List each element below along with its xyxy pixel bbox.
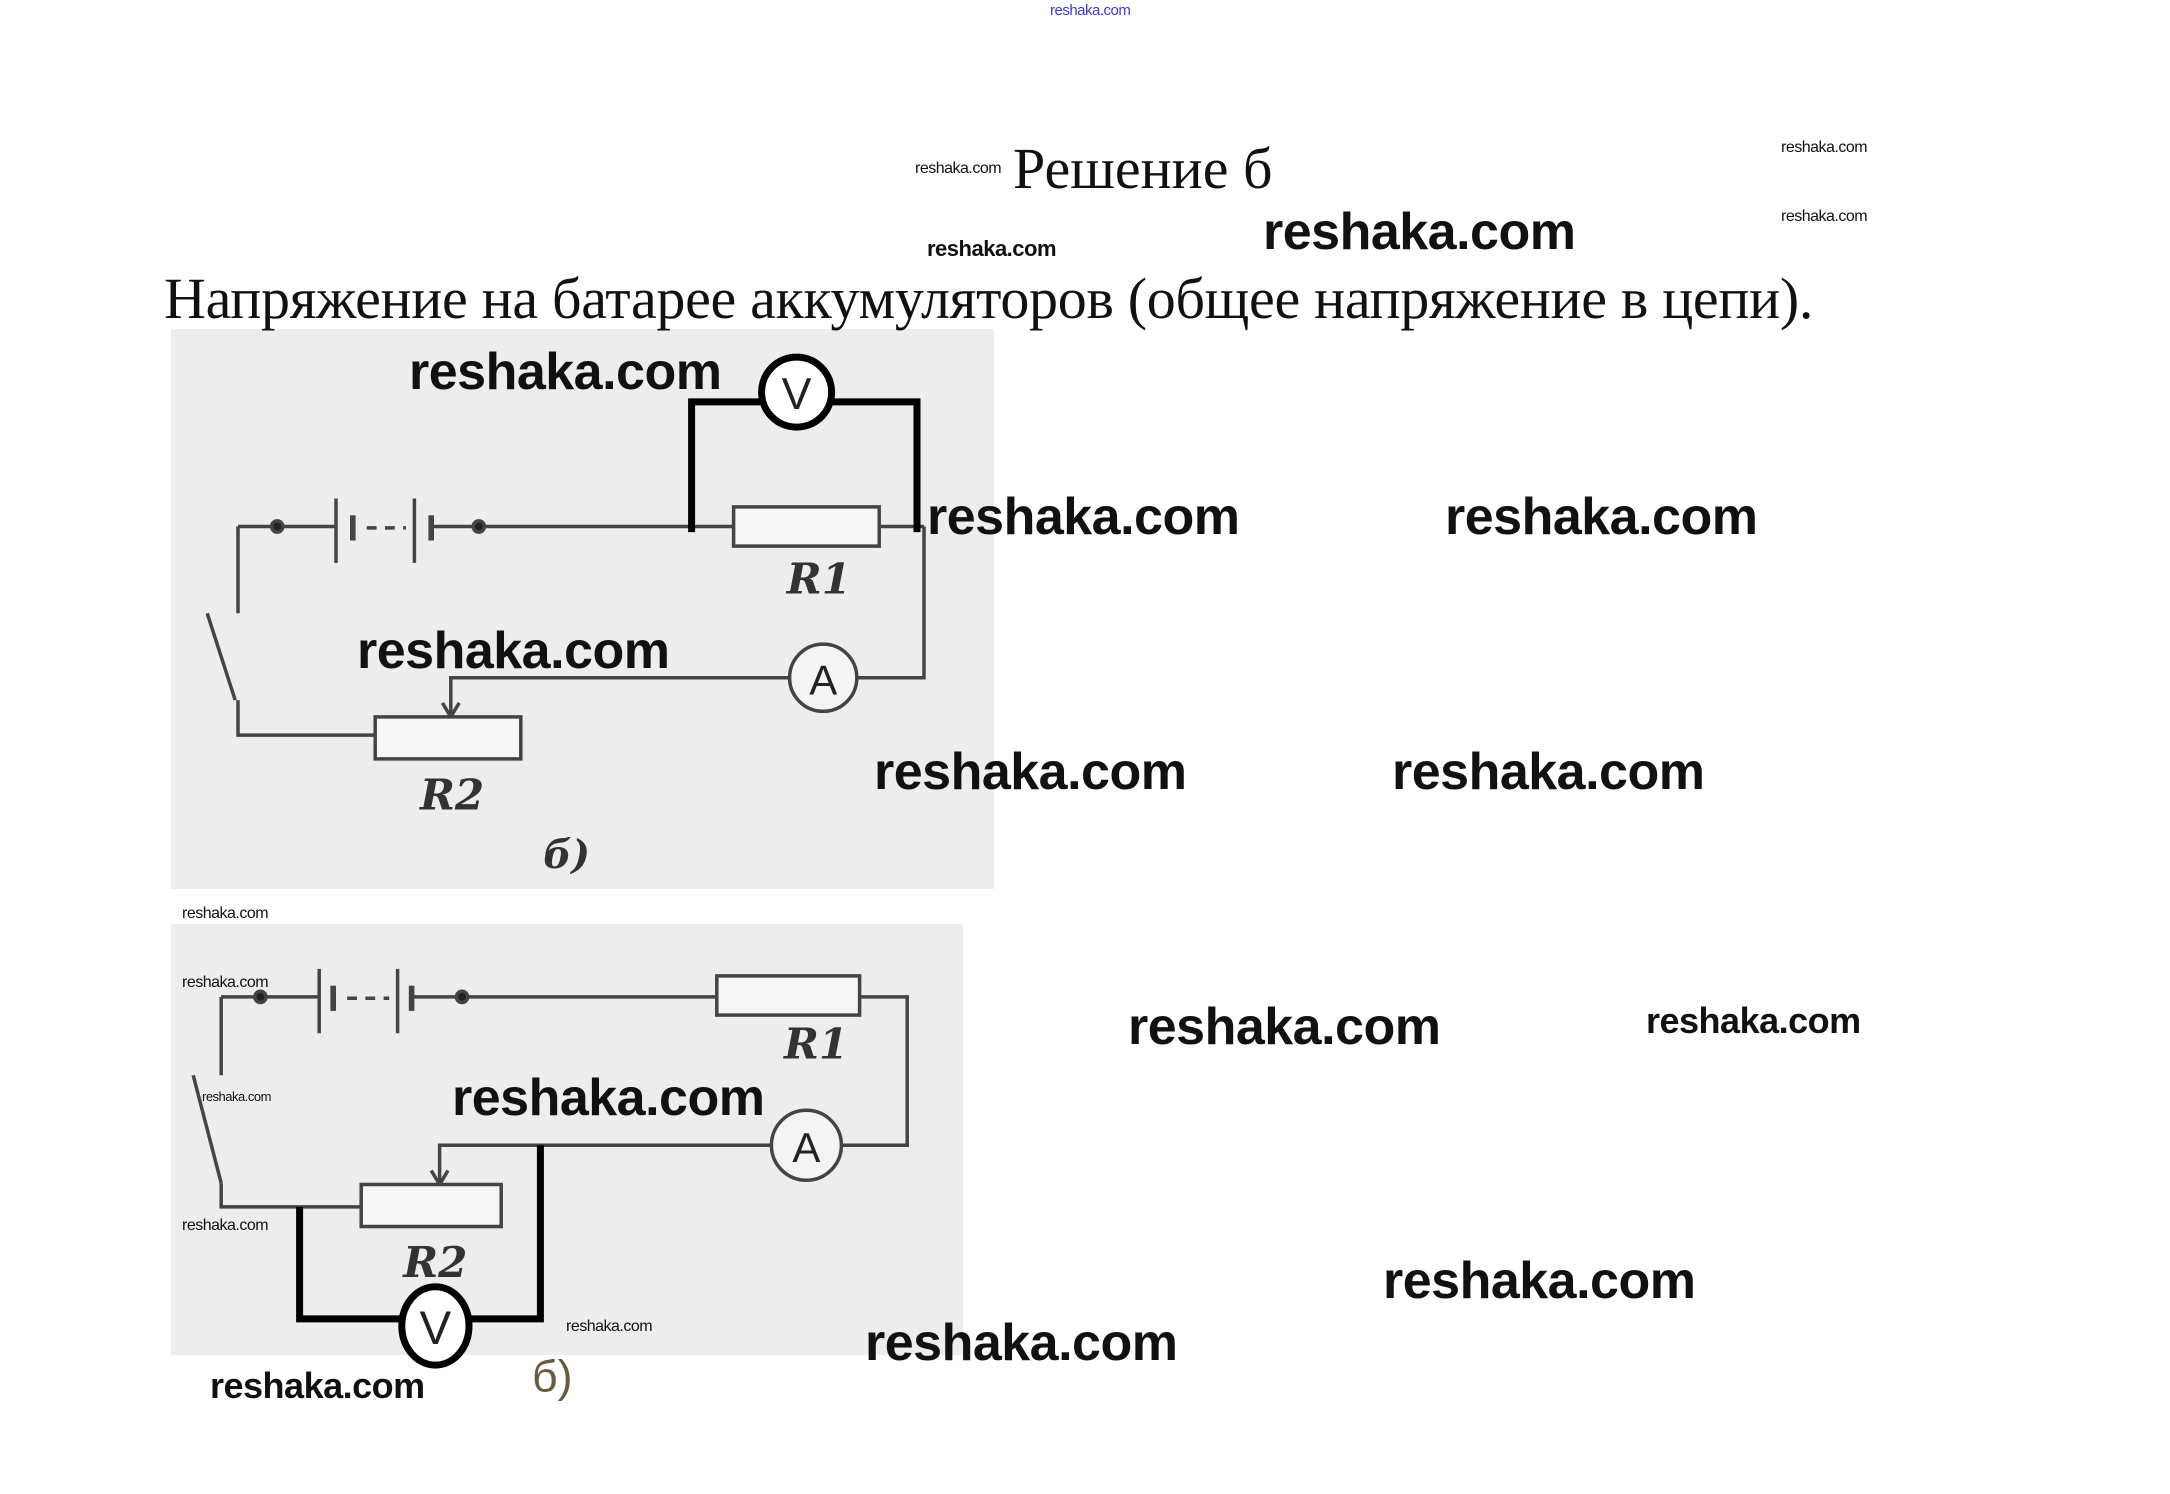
resistor-r1 [731,505,881,548]
watermark: reshaka.com [927,488,1240,546]
watermark: reshaka.com [210,1365,425,1406]
r2-label: R2 [402,1238,467,1287]
watermark: reshaka.com [1646,1000,1861,1041]
watermark: reshaka.com [915,160,1002,177]
switch [191,1074,223,1184]
voltmeter-label: V [782,369,812,419]
rheostat-r2 [359,1182,503,1229]
watermark: reshaka.com [182,1217,269,1234]
voltmeter [398,1283,473,1369]
watermark: reshaka.com [1392,743,1705,801]
resistor-r1 [715,974,862,1017]
r1-label: R1 [786,555,851,604]
rheostat-r2 [373,715,523,761]
watermark: reshaka.com [182,974,269,991]
watermark: reshaka.com [1383,1252,1696,1310]
r2-label: R2 [419,770,484,819]
watermark: reshaka.com [927,236,1057,261]
voltmeter-label: V [420,1302,452,1355]
watermark: reshaka.com [452,1069,765,1127]
page-title: Решение б [1013,136,1273,201]
answer-text: Напряжение на батарее аккумуляторов (общ… [164,266,1814,331]
circuit-diagram-1: V A R1 R2 б) [170,329,995,890]
circuit-diagram-2: V A R1 R2 б) [170,924,964,1402]
voltmeter [758,353,836,431]
r1-label: R1 [783,1020,848,1069]
watermark: reshaka.com [1781,139,1868,156]
watermark: reshaka.com [357,622,670,680]
switch [205,612,237,701]
watermark: reshaka.com [202,1089,271,1104]
ammeter-label: A [809,656,837,703]
watermark: reshaka.com [1781,208,1868,225]
site-mark-link[interactable]: reshaka.com [1050,2,1131,19]
watermark: reshaka.com [874,743,1187,801]
ammeter-label: A [792,1124,820,1171]
figure-caption: б) [532,1352,573,1402]
scan-background [170,329,995,890]
watermark: reshaka.com [566,1318,653,1335]
watermark: reshaka.com [1445,488,1758,546]
watermark: reshaka.com [865,1314,1178,1372]
figure-caption: б) [543,832,590,878]
watermark: reshaka.com [1128,998,1441,1056]
watermark: reshaka.com [1263,203,1576,261]
watermark: reshaka.com [182,905,269,922]
watermark: reshaka.com [409,343,722,401]
